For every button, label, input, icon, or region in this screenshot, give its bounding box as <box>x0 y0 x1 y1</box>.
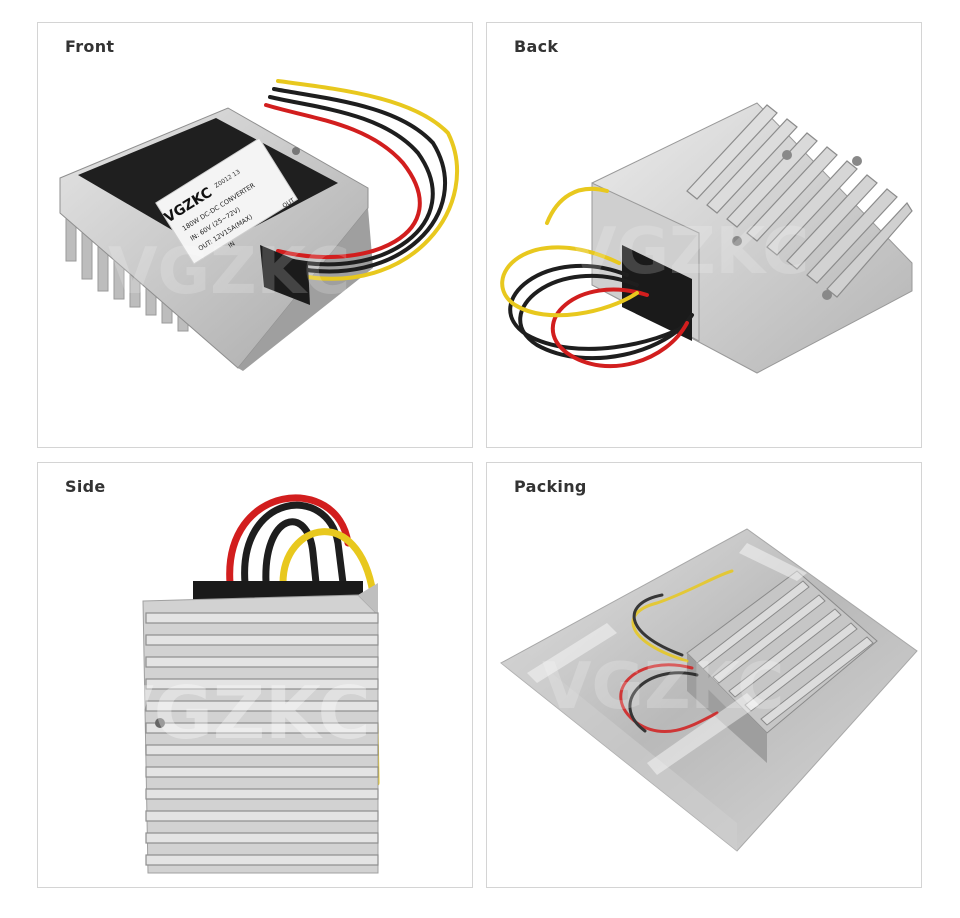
panel-label-side: Side <box>65 477 106 496</box>
panel-label-front: Front <box>65 37 115 56</box>
panel-label-packing: Packing <box>514 477 587 496</box>
packing-product-image: VGZKC <box>500 528 918 852</box>
side-product-image: VGZKC <box>98 494 380 874</box>
packing-watermark: VGZKC <box>542 650 784 724</box>
back-watermark: VGZKC <box>567 215 809 289</box>
side-watermark: VGZKC <box>98 671 370 755</box>
front-watermark: VGZKC <box>108 235 350 309</box>
packing-view-panel: Packing <box>486 462 922 888</box>
panel-label-back: Back <box>514 37 559 56</box>
back-product-image: VGZKC <box>500 102 913 374</box>
side-view-panel: Side VGZKC <box>37 462 473 888</box>
front-product-image: VGZKC Z0012 13 180W DC-DC CONVERTER IN: … <box>59 79 460 371</box>
back-view-panel: Back <box>486 22 922 448</box>
front-view-panel: Front VGZKC Z0012 13 180W DC-DC CONVERTE… <box>37 22 473 448</box>
label-in-marker: IN <box>227 240 236 249</box>
